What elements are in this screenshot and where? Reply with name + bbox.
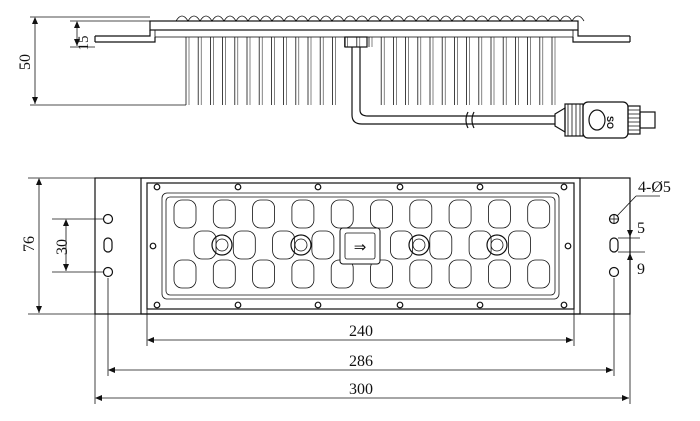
lens-cell — [429, 230, 453, 260]
screw — [153, 301, 161, 309]
led-ring-inner — [215, 238, 229, 252]
front-lens-window — [161, 192, 560, 300]
lens-cell — [232, 230, 256, 260]
led-ring-inner — [490, 238, 504, 252]
led-ring-inner — [294, 238, 308, 252]
screw — [560, 183, 568, 191]
mount-slot-right — [609, 237, 619, 253]
front-housing — [140, 177, 581, 315]
lens-cell — [527, 259, 551, 289]
dim-width-inner: 240 — [349, 323, 373, 340]
cable-outer — [351, 47, 555, 125]
lens-cell — [173, 259, 197, 289]
screw — [314, 183, 322, 191]
side-housing-band — [154, 29, 574, 38]
lens-cell — [212, 199, 236, 229]
side-flange-right-lower — [572, 37, 630, 43]
lens-cell — [448, 199, 472, 229]
lens-cell — [212, 259, 236, 289]
dim-width-mounting: 286 — [349, 353, 373, 370]
lens-cell — [330, 199, 354, 229]
lens-cell — [173, 199, 197, 229]
mount-hole-right-top — [608, 213, 620, 225]
lens-cell — [468, 230, 492, 260]
lens-cell — [193, 230, 217, 260]
mount-hole-left-top — [102, 213, 114, 225]
lens-cell — [390, 230, 413, 260]
lens-cell — [409, 259, 433, 289]
side-center-boss — [344, 36, 368, 48]
dim-slot-length: 9 — [637, 261, 645, 278]
cable-inner — [359, 47, 555, 117]
side-top-plate — [149, 20, 579, 31]
led-ring-outer — [211, 234, 233, 256]
screw — [396, 301, 404, 309]
screw — [234, 301, 242, 309]
lens-cell — [291, 259, 315, 289]
center-label-box — [339, 227, 381, 265]
dim-front-height: 76 — [21, 236, 38, 252]
mount-hole-right-bottom — [608, 266, 620, 278]
side-flange-right — [577, 30, 630, 37]
side-flange-left-lower — [95, 37, 156, 43]
side-lens-bumps — [175, 15, 585, 22]
screw — [234, 183, 242, 191]
lens-cell — [252, 259, 276, 289]
heatsink-fins — [185, 37, 556, 105]
perimeter-screws — [149, 183, 572, 309]
side-view: SO 50 15 — [17, 15, 656, 139]
led-ring-inner — [412, 238, 426, 252]
dim-side-height: 50 — [17, 54, 34, 70]
screw — [564, 242, 572, 250]
side-flange-left — [95, 30, 151, 37]
lens-cell — [409, 199, 433, 229]
screw — [153, 183, 161, 191]
connector-mark: SO — [605, 116, 615, 129]
dim-side-top: 15 — [76, 36, 92, 51]
lens-cell — [370, 259, 393, 289]
screw — [560, 301, 568, 309]
lens-cell — [370, 199, 393, 229]
front-housing-inner — [146, 182, 575, 310]
screw — [149, 242, 157, 250]
led-ring-outer — [486, 234, 508, 256]
led-ring-outer — [290, 234, 312, 256]
lens-cell — [487, 259, 511, 289]
lens-cell — [252, 199, 276, 229]
led-ring-outer — [408, 234, 430, 256]
screw — [314, 301, 322, 309]
connector: SO — [554, 101, 656, 139]
lens-cell — [448, 259, 472, 289]
screw — [476, 183, 484, 191]
lens-cell — [527, 199, 551, 229]
dim-hole-spacing: 30 — [54, 239, 71, 255]
screw — [396, 183, 404, 191]
dim-hole-callout: 4-Ø5 — [638, 179, 671, 196]
lens-cell — [291, 199, 315, 229]
lens-cell — [311, 230, 335, 260]
dim-slot-width: 5 — [637, 220, 645, 237]
mount-hole-left-bottom — [102, 266, 114, 278]
screw — [476, 301, 484, 309]
center-arrow: ⇒ — [354, 238, 367, 256]
front-view: ⇒ 76 30 4-Ø5 5 9 — [21, 177, 671, 404]
dim-width-total: 300 — [349, 381, 373, 398]
mount-slot-left — [103, 237, 113, 253]
lens-array — [173, 199, 551, 289]
lens-cell — [507, 230, 531, 260]
lens-cell — [487, 199, 511, 229]
